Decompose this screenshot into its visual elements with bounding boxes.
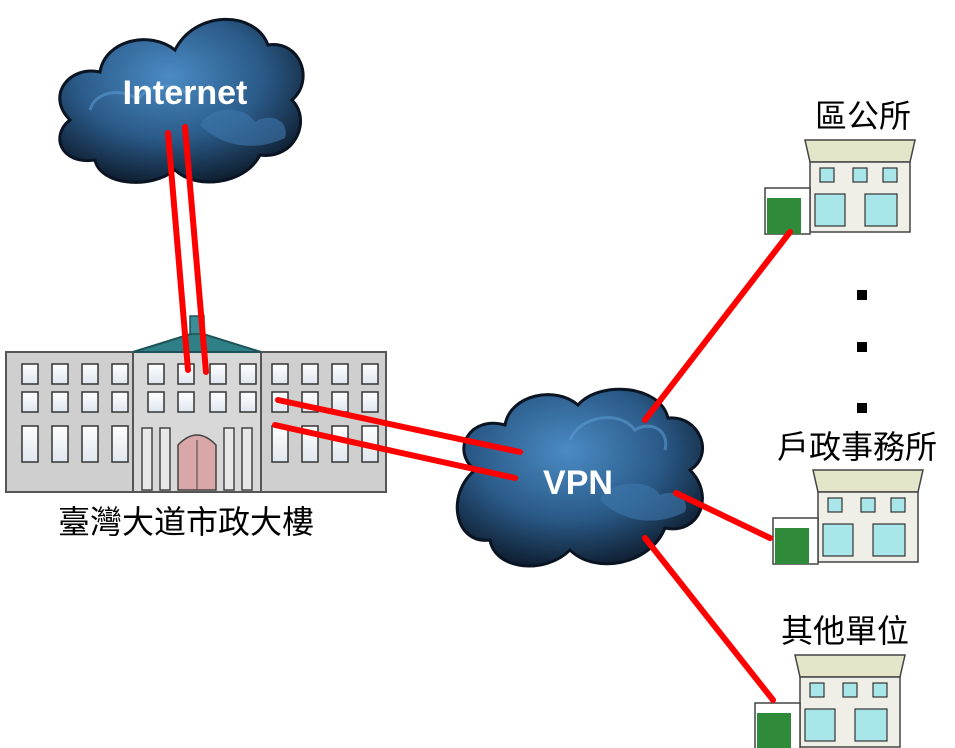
vpn-cloud-icon: VPN: [455, 387, 705, 568]
building-window: [239, 363, 257, 385]
building-window: [111, 425, 129, 463]
building-window: [21, 391, 39, 413]
internet-label: Internet: [123, 74, 248, 112]
link-vpn-district: [642, 229, 793, 423]
link-internet-hall-2: [182, 124, 209, 375]
ellipsis-dots: [857, 290, 867, 413]
building-window: [361, 363, 379, 385]
building-window: [209, 363, 227, 385]
building-window: [331, 425, 349, 463]
building-window: [81, 425, 99, 463]
building-window: [301, 363, 319, 385]
household-office-label: 戶政事務所: [777, 428, 937, 466]
building-window: [147, 363, 165, 385]
building-window: [239, 391, 257, 413]
building-window: [209, 391, 227, 413]
city-hall-label: 臺灣大道市政大樓: [58, 503, 314, 541]
city-hall-building-icon: [5, 315, 387, 493]
internet-cloud-icon: Internet: [58, 17, 305, 184]
building-window: [51, 391, 69, 413]
house-icon: [764, 139, 916, 235]
building-window: [51, 425, 69, 463]
house-icon: [772, 469, 924, 565]
building-window: [361, 391, 379, 413]
link-hall-vpn-1: [275, 397, 523, 455]
link-internet-hall-1: [165, 130, 191, 373]
district-office-label: 區公所: [815, 97, 911, 135]
building-window: [81, 363, 99, 385]
building-window: [111, 391, 129, 413]
building-window: [81, 391, 99, 413]
other-units-label: 其他單位: [781, 612, 909, 650]
building-window: [21, 363, 39, 385]
building-window: [271, 425, 289, 463]
house-icon: [754, 654, 906, 748]
building-window: [177, 391, 195, 413]
building-window: [111, 363, 129, 385]
link-vpn-household: [673, 490, 773, 541]
network-links: [165, 124, 793, 703]
vpn-label: VPN: [543, 464, 613, 502]
building-window: [331, 363, 349, 385]
link-hall-vpn-2: [272, 422, 518, 481]
link-vpn-other: [642, 535, 776, 703]
building-window: [331, 391, 349, 413]
building-window: [51, 363, 69, 385]
building-window: [21, 425, 39, 463]
building-window: [271, 363, 289, 385]
building-window: [147, 391, 165, 413]
